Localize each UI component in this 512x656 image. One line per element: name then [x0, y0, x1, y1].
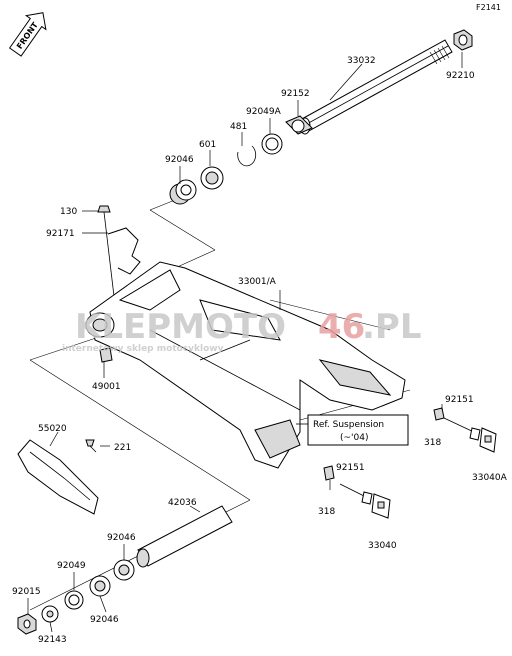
label-92046-b2: 92046 — [90, 615, 119, 625]
collar-92143 — [41, 605, 59, 623]
label-92046-b1: 92046 — [107, 533, 136, 543]
label-33040: 33040 — [368, 541, 397, 551]
callout-line2: (~'04) — [340, 433, 369, 443]
watermark: KLEPMOTO 46 .PL internetowy sklep motocy… — [62, 307, 422, 354]
collar-318-bottom — [323, 465, 335, 481]
callout-line1: Ref. Suspension — [313, 420, 384, 430]
label-92049A: 92049A — [246, 107, 282, 117]
label-92015: 92015 — [12, 587, 41, 597]
chain-cover-55020 — [17, 439, 99, 515]
label-92049: 92049 — [57, 561, 86, 571]
nut-92210 — [453, 29, 473, 51]
watermark-main: KLEPMOTO — [75, 307, 286, 347]
label-42036: 42036 — [168, 498, 197, 508]
seal-92049 — [64, 590, 84, 610]
needle-bearing-b2 — [89, 575, 111, 597]
nut-92015 — [17, 613, 37, 635]
pivot-shaft — [299, 39, 453, 135]
collar-92152 — [285, 115, 313, 135]
label-92152: 92152 — [281, 89, 310, 99]
label-221: 221 — [114, 443, 131, 453]
watermark-num: 46 — [318, 307, 365, 347]
label-130: 130 — [60, 207, 77, 217]
label-318-right: 318 — [424, 438, 441, 448]
bracket-92171 — [107, 227, 141, 275]
label-33040A: 33040A — [472, 473, 508, 483]
sleeve-42036 — [136, 505, 233, 568]
bolt-92151-right — [443, 417, 481, 441]
label-92210: 92210 — [446, 71, 475, 81]
leader-lines — [27, 52, 463, 633]
part-labels: 33032 92210 92152 92049A 481 601 92046 1… — [12, 56, 508, 645]
bolt-92151-bottom — [339, 483, 373, 505]
label-92151-bottom: 92151 — [336, 463, 365, 473]
label-92143: 92143 — [38, 635, 67, 645]
needle-bearing-b1 — [113, 559, 135, 581]
label-481: 481 — [230, 122, 247, 132]
figure-code: F2141 — [476, 3, 501, 12]
label-33032: 33032 — [347, 56, 376, 66]
label-49001: 49001 — [92, 382, 121, 392]
watermark-tagline: internetowy sklep motocyklowy — [62, 344, 224, 354]
swingarm — [85, 261, 406, 469]
label-601: 601 — [199, 140, 216, 150]
bearing-601 — [200, 166, 224, 190]
adjuster-33040A — [479, 427, 497, 453]
label-55020: 55020 — [38, 424, 67, 434]
ref-suspension-callout: Ref. Suspension (~'04) — [296, 414, 409, 446]
collar-318-right — [433, 407, 445, 421]
watermark-tld: .PL — [362, 307, 422, 347]
front-arrow-icon: FRONT — [8, 12, 47, 57]
label-92151-right: 92151 — [445, 395, 474, 405]
seal-92049A — [261, 133, 283, 155]
chain-slider-49001 — [99, 347, 113, 363]
label-33001A: 33001/A — [238, 277, 277, 287]
label-92046-top: 92046 — [165, 155, 194, 165]
needle-bearing-top — [169, 179, 197, 205]
screw-221 — [85, 439, 97, 453]
adjuster-33040 — [371, 493, 391, 519]
label-92171: 92171 — [46, 229, 75, 239]
label-318-bottom: 318 — [318, 507, 335, 517]
circlip-481 — [237, 145, 257, 167]
